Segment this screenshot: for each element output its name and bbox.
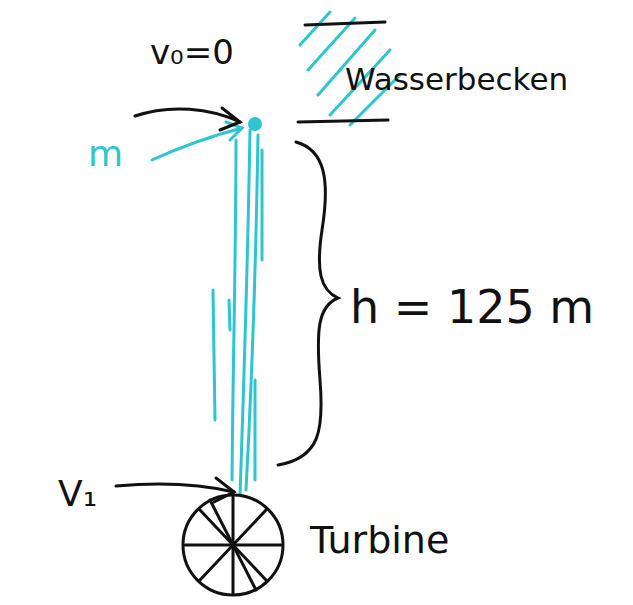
turbine-symbol	[183, 495, 283, 595]
velocity-arrow-top	[135, 108, 240, 130]
basin-label: Wasserbecken	[345, 62, 568, 96]
height-dimension: h = 125 m	[350, 282, 594, 333]
height-brace	[278, 142, 338, 465]
mass-label: m	[88, 134, 123, 174]
turbine-label: Turbine	[310, 520, 449, 562]
velocity-label: V₁	[58, 474, 97, 514]
falling-water	[213, 130, 262, 495]
velocity-label: v₀=0	[150, 34, 234, 71]
